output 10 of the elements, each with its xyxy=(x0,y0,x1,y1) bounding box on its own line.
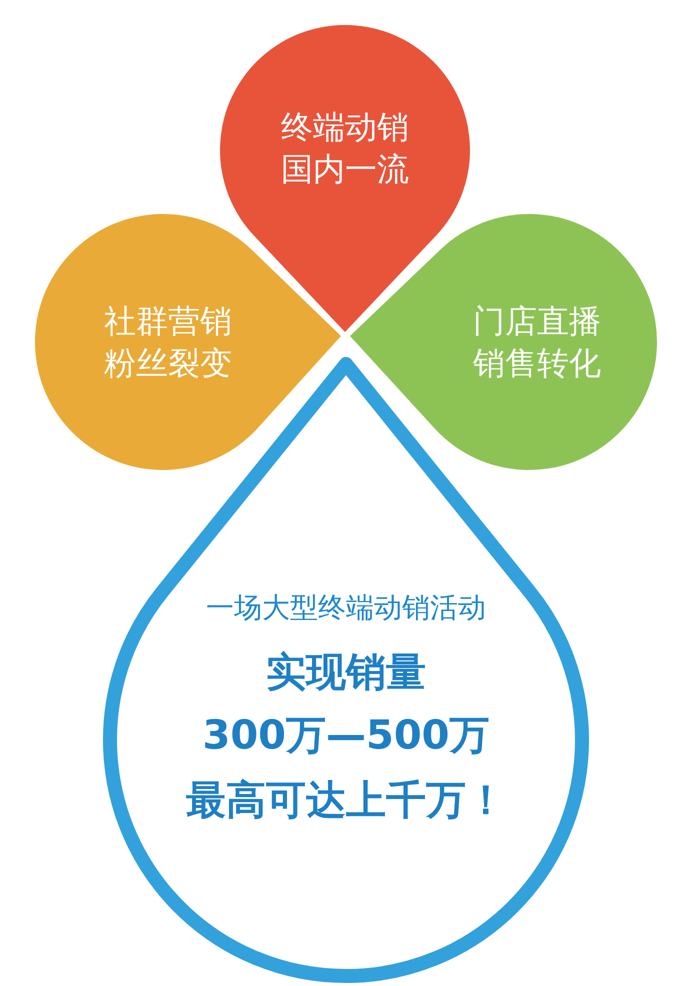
petal-text: 门店直播 xyxy=(473,301,601,342)
highlight-text: 实现销量 xyxy=(266,648,426,698)
petal-text: 社群营销 xyxy=(104,301,232,342)
petal-text: 终端动销 xyxy=(281,107,409,148)
petal-text: 销售转化 xyxy=(473,343,601,384)
petal-text: 国内一流 xyxy=(281,149,409,190)
subtitle-text: 一场大型终端动销活动 xyxy=(206,590,486,626)
highlight-text: 300万—500万 xyxy=(202,712,490,760)
highlight-text: 最高可达上千万！ xyxy=(186,776,506,826)
petal-text: 粉丝裂变 xyxy=(104,343,232,384)
